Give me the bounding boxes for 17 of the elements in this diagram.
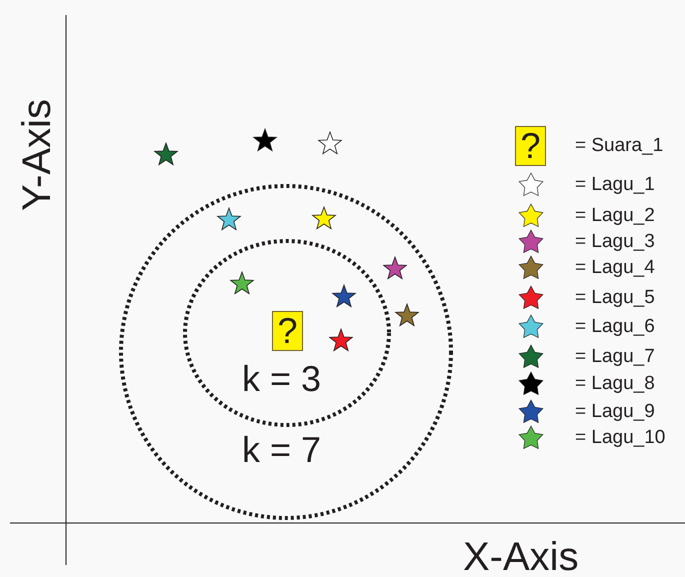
k-value-label: k = 7 (242, 432, 322, 468)
legend-label: = Lagu_7 (575, 347, 655, 366)
axis-title: Y-Axis (17, 98, 57, 213)
axis-title: X-Axis (463, 537, 579, 577)
question-mark-box: ? (515, 126, 546, 166)
legend-label: = Lagu_6 (575, 317, 655, 336)
legend-label: = Lagu_3 (575, 232, 655, 251)
legend-label: = Lagu_2 (575, 206, 655, 225)
legend-label: = Lagu_4 (575, 258, 655, 277)
legend-label: = Suara_1 (575, 136, 664, 155)
legend-label: = Lagu_5 (575, 288, 655, 307)
question-mark-box: ? (272, 311, 303, 351)
legend-label: = Lagu_10 (575, 428, 666, 447)
k-value-label: k = 3 (242, 361, 322, 397)
legend-label: = Lagu_9 (575, 402, 655, 421)
legend-label: = Lagu_8 (575, 374, 655, 393)
legend-label: = Lagu_1 (575, 175, 655, 194)
